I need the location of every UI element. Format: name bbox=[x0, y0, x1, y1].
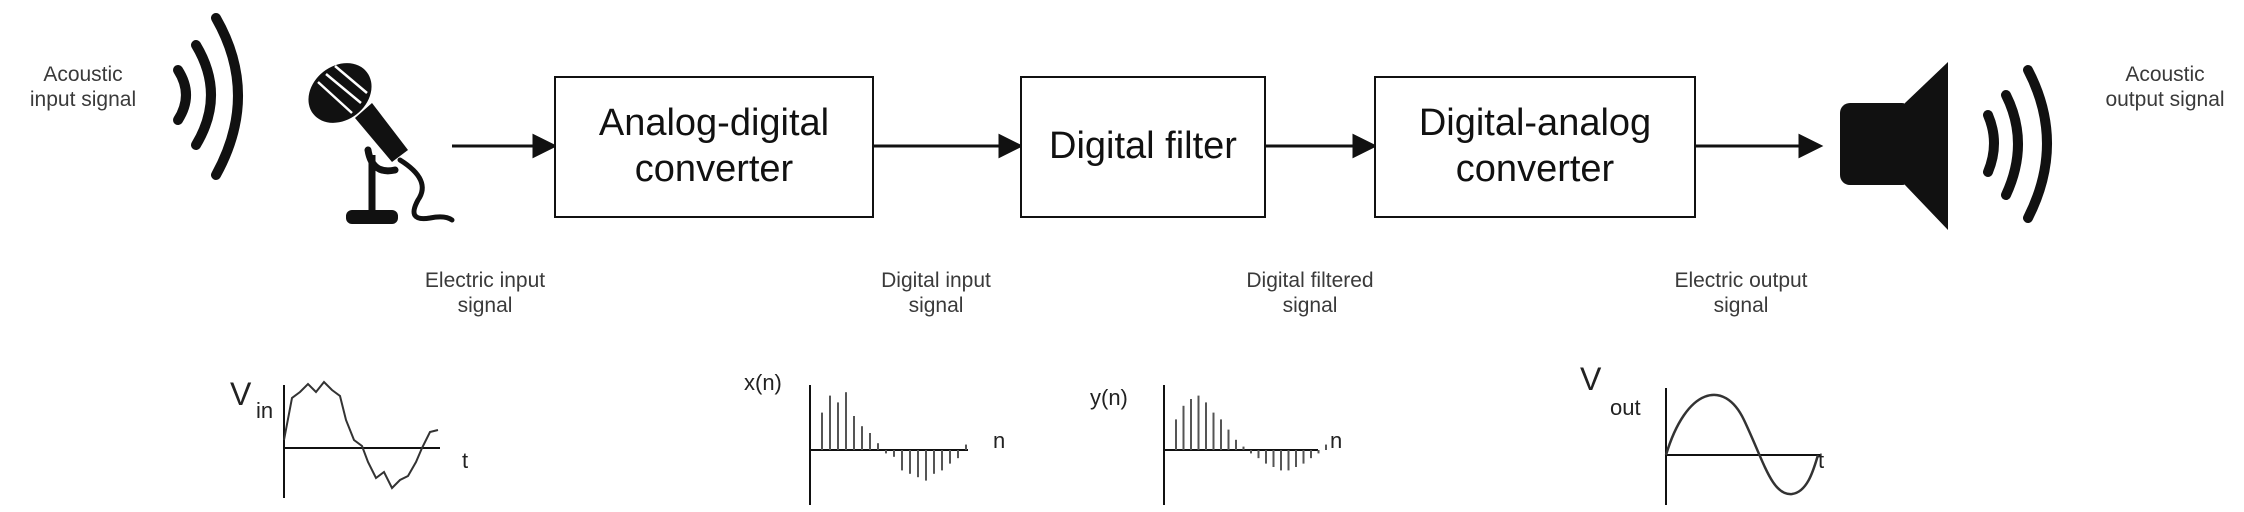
sound-waves-input-icon bbox=[173, 13, 243, 180]
filter-label: Digital filter bbox=[1049, 125, 1237, 168]
acoustic-output-line-2: output signal bbox=[2105, 88, 2225, 112]
vout-symbol: V bbox=[1580, 361, 1602, 397]
digital-input-signal-label: Digital input signal bbox=[846, 268, 1026, 318]
arrow-adc-to-filter bbox=[874, 133, 1024, 159]
acoustic-output-line-1: Acoustic bbox=[2125, 63, 2205, 86]
dac-block: Digital-analog converter bbox=[1374, 76, 1696, 218]
acoustic-input-label: Acoustic input signal bbox=[18, 62, 148, 112]
vin-x-label: t bbox=[462, 448, 468, 473]
electric-output-signal-label: Electric output signal bbox=[1646, 268, 1836, 318]
electric-output-line-2: signal bbox=[1713, 294, 1769, 318]
yn-plot: y(n) n bbox=[1090, 385, 1342, 505]
microphone-icon bbox=[308, 63, 455, 224]
digital-input-line-1: Digital input bbox=[881, 269, 991, 292]
adc-label-line-2: converter bbox=[634, 148, 794, 190]
acoustic-input-line-2: input signal bbox=[29, 88, 137, 112]
digital-filter-block: Digital filter bbox=[1020, 76, 1266, 218]
electric-input-line-2: signal bbox=[457, 294, 513, 318]
adc-label-line-1: Analog-digital bbox=[598, 102, 830, 145]
electric-output-line-1: Electric output bbox=[1674, 269, 1808, 292]
digital-filtered-line-2: signal bbox=[1282, 294, 1338, 318]
vin-subscript: in bbox=[256, 398, 273, 423]
vin-plot: V in t bbox=[230, 376, 468, 498]
xn-plot: x(n) n bbox=[744, 370, 1005, 505]
acoustic-output-label: Acoustic output signal bbox=[2090, 62, 2240, 112]
speaker-icon bbox=[1840, 62, 1948, 230]
vout-subscript: out bbox=[1610, 395, 1641, 420]
digital-input-line-2: signal bbox=[908, 294, 964, 318]
digital-filtered-line-1: Digital filtered bbox=[1246, 269, 1374, 292]
xn-x-label: n bbox=[993, 428, 1005, 453]
arrow-mic-to-adc bbox=[452, 133, 558, 159]
electric-input-line-1: Electric input bbox=[424, 269, 546, 292]
arrow-filter-to-dac bbox=[1266, 133, 1378, 159]
acoustic-input-line-1: Acoustic bbox=[43, 63, 123, 86]
yn-x-label: n bbox=[1330, 428, 1342, 453]
dac-label-line-1: Digital-analog bbox=[1418, 102, 1652, 145]
vout-waveform bbox=[1664, 393, 1820, 496]
sound-waves-output-icon bbox=[1983, 65, 2052, 223]
electric-input-signal-label: Electric input signal bbox=[395, 268, 575, 318]
digital-filtered-signal-label: Digital filtered signal bbox=[1215, 268, 1405, 318]
dac-label-line-2: converter bbox=[1455, 148, 1615, 190]
vout-x-label: t bbox=[1818, 448, 1824, 473]
yn-y-label: y(n) bbox=[1090, 385, 1128, 410]
adc-block: Analog-digital converter bbox=[554, 76, 874, 218]
arrow-dac-to-speaker bbox=[1696, 133, 1824, 159]
vin-symbol: V bbox=[230, 376, 252, 412]
vin-waveform bbox=[283, 380, 439, 490]
vout-plot: V out t bbox=[1580, 361, 1824, 505]
xn-y-label: x(n) bbox=[744, 370, 782, 395]
